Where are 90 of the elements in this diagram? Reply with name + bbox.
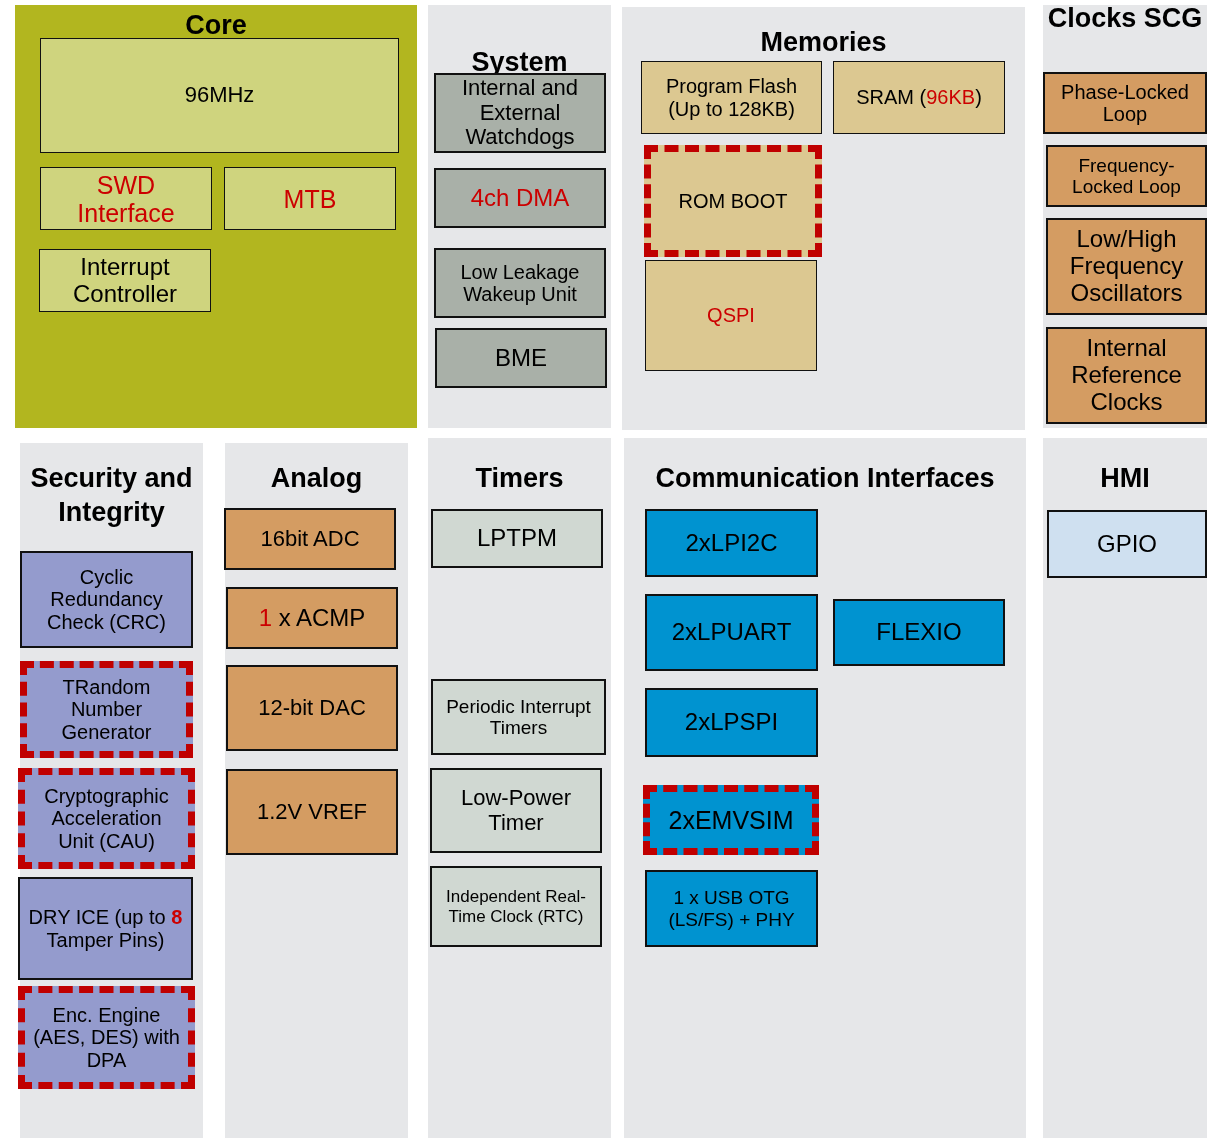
- block-label: Interrupt Controller: [71, 253, 178, 308]
- block-box: [40, 167, 212, 230]
- panel-title: Security and Integrity: [29, 462, 194, 529]
- block-box: [430, 866, 602, 947]
- block-box: [39, 249, 211, 312]
- block-label: 2xLPI2C: [685, 529, 778, 557]
- group-panel: [624, 438, 1026, 1138]
- block-box: [434, 248, 606, 318]
- block-box: [40, 38, 399, 153]
- block-box: [434, 168, 606, 228]
- block-label: Periodic Interrupt Timers: [445, 695, 592, 739]
- block-box: [641, 61, 822, 134]
- block-label: 96MHz: [184, 83, 255, 108]
- block-box: [18, 877, 193, 980]
- block-label: Phase-Locked Loop: [1060, 80, 1190, 126]
- block-box: [1046, 145, 1207, 207]
- block-box: [224, 508, 396, 570]
- block-label: SRAM (96KB): [856, 86, 982, 109]
- block-label: TRandom Number Generator: [60, 675, 153, 744]
- block-label: GPIO: [1097, 530, 1157, 558]
- block-label: Low/High Frequency Oscillators: [1068, 226, 1185, 307]
- panel-title: Analog: [269, 462, 364, 495]
- block-label: DRY ICE (up to 8 Tamper Pins): [27, 906, 184, 951]
- panel-title: System: [470, 46, 569, 79]
- block-label: SWD Interface: [76, 170, 176, 227]
- block-box: [1046, 327, 1207, 424]
- block-box: [430, 768, 602, 853]
- block-box: [1043, 72, 1207, 134]
- block-box: [226, 769, 398, 855]
- block-box: [645, 260, 817, 371]
- group-panel: [622, 7, 1025, 430]
- group-panel: [428, 5, 611, 428]
- block-label: 16bit ADC: [260, 526, 360, 552]
- block-box: [20, 661, 193, 758]
- block-label: 12-bit DAC: [258, 695, 366, 721]
- block-label: Cryptographic Acceleration Unit (CAU): [43, 784, 170, 853]
- panel-title: Communication Interfaces: [654, 462, 996, 495]
- block-label: ROM BOOT: [678, 189, 788, 213]
- block-box: [1047, 510, 1207, 578]
- block-label: 1 x ACMP: [258, 604, 366, 632]
- block-label: LPTPM: [477, 525, 557, 552]
- block-label: Low-Power Timer: [459, 785, 572, 836]
- block-box: [226, 665, 398, 751]
- block-label: 4ch DMA: [470, 184, 570, 212]
- block-box: [645, 688, 818, 757]
- block-label: MTB: [283, 184, 337, 213]
- group-panel: [20, 443, 203, 1138]
- block-box: [431, 509, 603, 568]
- block-box: [226, 587, 398, 649]
- block-label: 1 x USB OTG (LS/FS) + PHY: [667, 887, 796, 930]
- block-box: [833, 599, 1005, 666]
- block-label: FLEXIO: [876, 619, 962, 646]
- block-box: [833, 61, 1005, 134]
- block-label: Internal and External Watchdogs: [460, 76, 580, 150]
- block-label: 2xLPSPI: [684, 709, 779, 736]
- block-box: [434, 73, 606, 153]
- group-panel: [1043, 5, 1207, 428]
- block-label: Low Leakage Wakeup Unit: [459, 260, 581, 306]
- block-label: 2xLPUART: [671, 619, 792, 646]
- group-panel: [225, 443, 408, 1138]
- block-label: Enc. Engine (AES, DES) with DPA: [32, 1003, 181, 1072]
- panel-title: Clocks SCG: [1046, 2, 1204, 35]
- block-box: [643, 785, 819, 855]
- block-box: [435, 328, 607, 388]
- block-label: Internal Reference Clocks: [1070, 335, 1183, 416]
- group-panel: [1043, 438, 1207, 1138]
- block-box: [645, 870, 818, 947]
- block-label: QSPI: [707, 304, 755, 327]
- block-label: Independent Real-Time Clock (RTC): [445, 887, 587, 926]
- block-box: [644, 145, 822, 257]
- block-label: 1.2V VREF: [256, 799, 367, 825]
- panel-title: Memories: [759, 26, 888, 59]
- block-label: BME: [495, 344, 547, 372]
- group-panel: [428, 438, 611, 1138]
- block-box: [18, 986, 195, 1089]
- block-label: Program Flash (Up to 128KB): [664, 75, 799, 120]
- block-box: [20, 551, 193, 648]
- block-box: [224, 167, 396, 230]
- block-label: Frequency-Locked Loop: [1071, 154, 1182, 198]
- panel-title: HMI: [1099, 462, 1151, 495]
- panel-title: Timers: [474, 462, 565, 495]
- block-box: [431, 679, 606, 755]
- block-label: Cyclic Redundancy Check (CRC): [46, 565, 167, 634]
- block-box: [645, 594, 818, 671]
- block-box: [645, 509, 818, 577]
- block-box: [1046, 218, 1207, 315]
- group-panel: [15, 5, 417, 428]
- panel-title: Core: [184, 9, 248, 42]
- block-label: 2xEMVSIM: [668, 806, 794, 834]
- block-box: [18, 768, 195, 869]
